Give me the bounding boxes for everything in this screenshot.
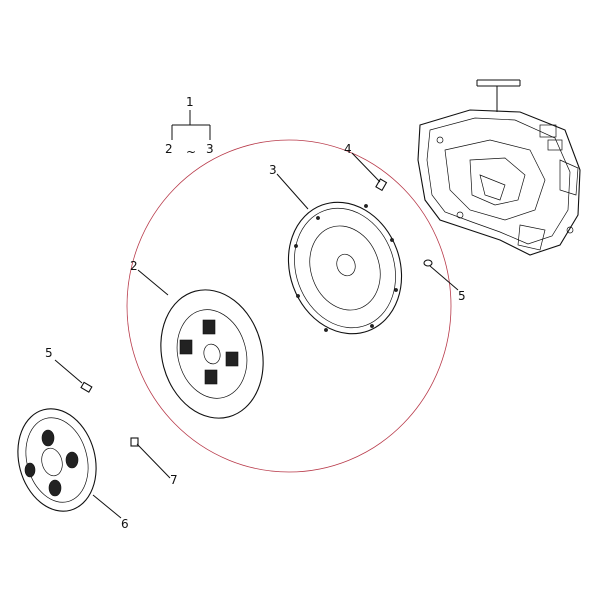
pin-left xyxy=(80,381,93,393)
coupling-disc xyxy=(17,408,97,512)
label-coupling-disc: 6 xyxy=(121,517,129,531)
transmission-housing xyxy=(417,79,581,256)
damper-plate xyxy=(160,289,264,419)
label-assembly-left: 2 xyxy=(165,142,173,156)
label-assembly-right: 3 xyxy=(206,142,214,156)
label-bolt-top: 4 xyxy=(344,142,352,156)
pin-right xyxy=(423,259,433,267)
bolt-top xyxy=(375,178,388,192)
assembly-bracket xyxy=(171,110,211,140)
label-assembly: 1 xyxy=(186,95,194,109)
label-pin-left: 5 xyxy=(45,346,53,360)
adapter-plate xyxy=(287,201,403,335)
label-adapter-plate: 3 xyxy=(269,163,277,177)
label-damper-plate: 2 xyxy=(130,259,138,273)
label-assembly-dash: ~ xyxy=(186,145,196,159)
highlight-circle xyxy=(126,139,452,473)
label-bolt-small: 7 xyxy=(170,473,178,487)
label-pin-right: 5 xyxy=(458,289,466,303)
bolt-small xyxy=(130,437,139,447)
